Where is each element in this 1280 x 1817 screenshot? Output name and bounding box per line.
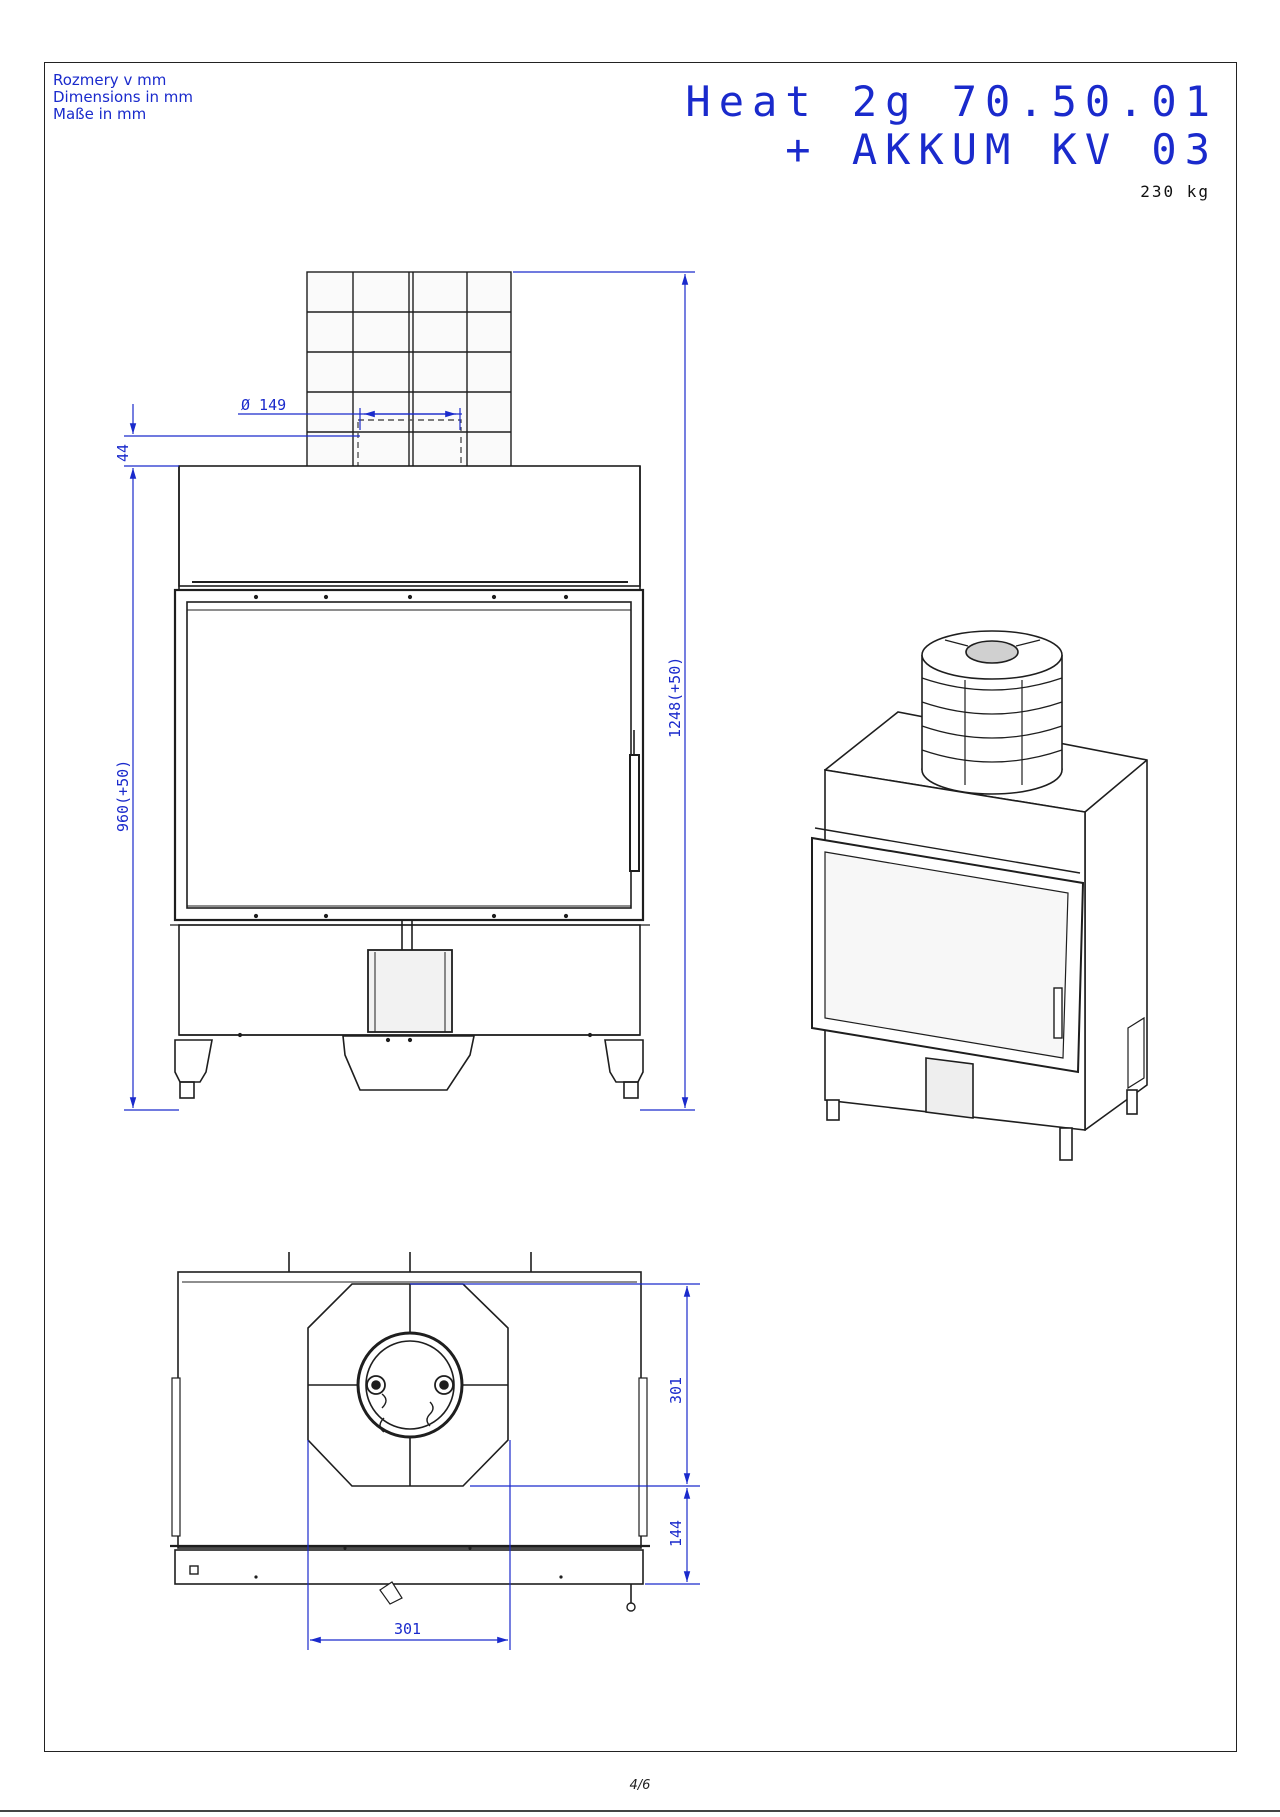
top-view-dimensions (307, 1283, 700, 1650)
front-view-dimensions (124, 271, 695, 1111)
front-depth-label: 144 (667, 1520, 685, 1547)
units-note-en: Dimensions in mm (53, 88, 193, 106)
drawing-title: Heat 2g 70.50.01 + AKKUM KV 03 (685, 78, 1218, 174)
top-view (170, 1252, 650, 1612)
flue-diameter-label: Ø 149 (241, 396, 286, 414)
units-note-de: Maße in mm (53, 105, 147, 123)
weight-label: 230 kg (1140, 182, 1210, 201)
front-view (170, 271, 650, 1099)
drawing-frame (44, 62, 1237, 1752)
units-note: Rozmery v mm Dimensions in mm Maße in mm (53, 72, 193, 123)
units-note-sk: Rozmery v mm (53, 71, 167, 89)
page-number: 4/6 (629, 1778, 651, 1793)
akkum-stones-front (306, 271, 512, 472)
top-width-label: 301 (394, 1620, 421, 1638)
total-height-label: 1248(+50) (666, 657, 684, 738)
isometric-view (811, 630, 1148, 1161)
title-model: Heat 2g 70.50.01 (685, 77, 1218, 126)
top-depth-label: 301 (667, 1377, 685, 1404)
flue-offset-label: 44 (114, 444, 132, 462)
page-bottom-border (0, 1810, 1280, 1812)
body-height-label: 960(+50) (114, 760, 132, 832)
top-dimension-labels: 301 144 301 (394, 1377, 685, 1638)
title-accessory: + AKKUM KV 03 (785, 125, 1218, 174)
front-dimension-labels: Ø 149 44 960(+50) 1248(+50) (114, 396, 684, 832)
